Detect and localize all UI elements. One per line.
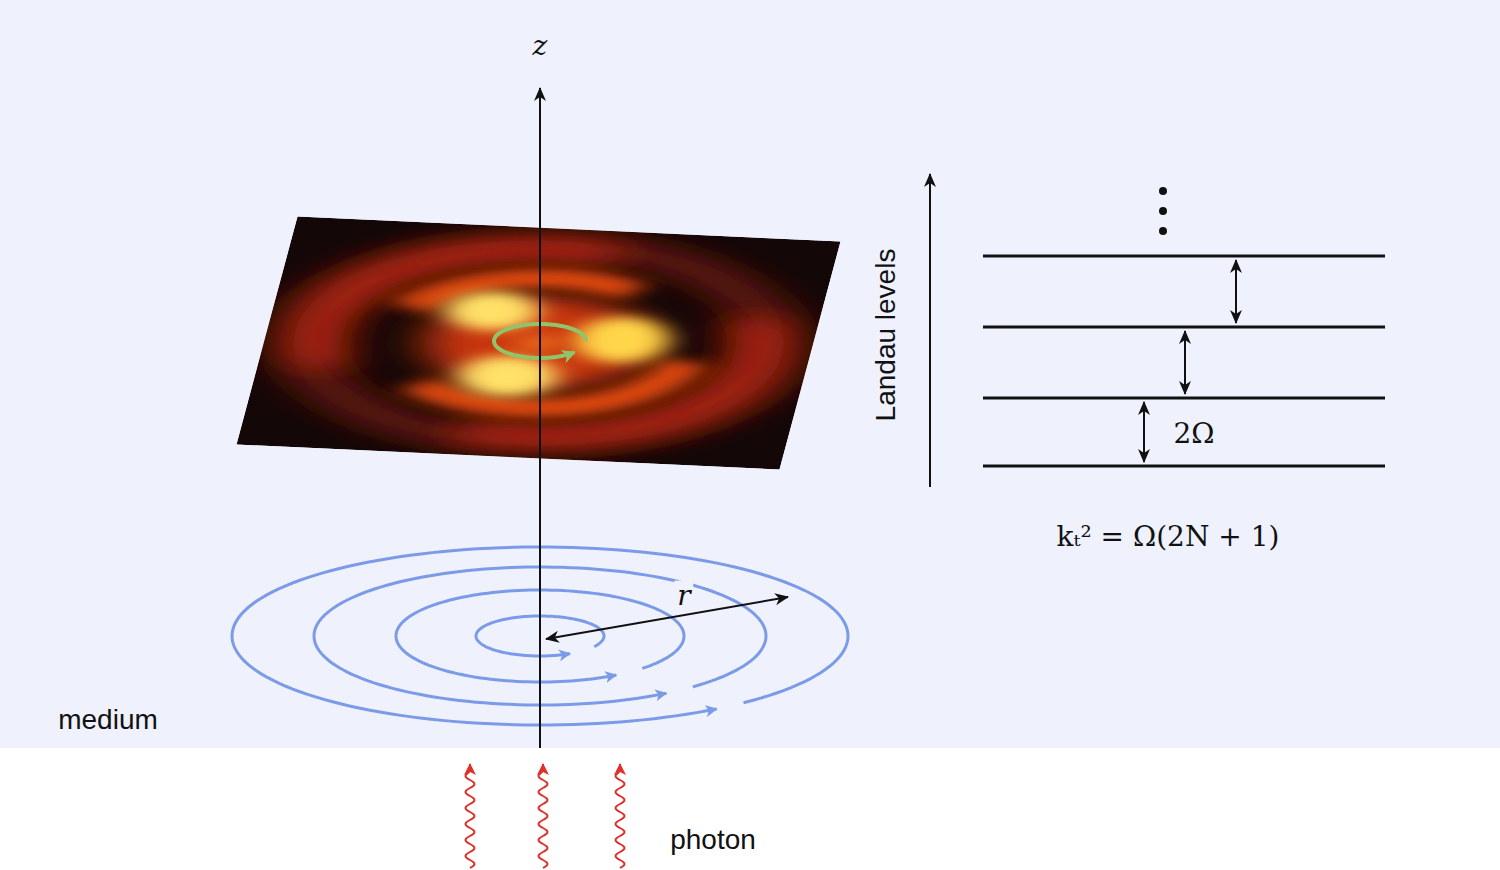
axis-label: z [533,31,548,62]
level-line [983,397,1385,400]
level-line [983,255,1385,258]
photon-arrows [465,764,624,868]
energy-axis [929,174,931,487]
outside-region [0,748,1500,870]
continuation-dot [1159,227,1167,235]
z-axis [539,88,541,748]
axis-title: Landau levels [871,249,902,422]
equation: kₜ² = Ω(2N + 1) [1057,522,1280,553]
bright-lobe [453,353,562,399]
medium-region [0,0,1500,748]
particle-label: photon [670,825,756,856]
spacing-arrow [1143,402,1145,462]
continuation-dot [1159,187,1167,195]
outer-ring [279,234,798,452]
photon-wave [538,764,547,868]
level-line [983,326,1385,329]
spacing-arrow [1235,260,1237,323]
spacing-arrow [1184,331,1186,394]
radius-arrow [546,597,788,639]
core-spot [514,333,562,353]
spacing-label: 2Ω [1173,419,1214,450]
intensity-map [237,217,841,470]
photon-wave [465,764,474,868]
level-line [983,465,1385,468]
radius-label: r [674,581,693,612]
continuation-dot [1159,207,1167,215]
region-label: medium [58,705,158,736]
photon-wave [615,764,624,868]
map-ground [237,217,841,470]
